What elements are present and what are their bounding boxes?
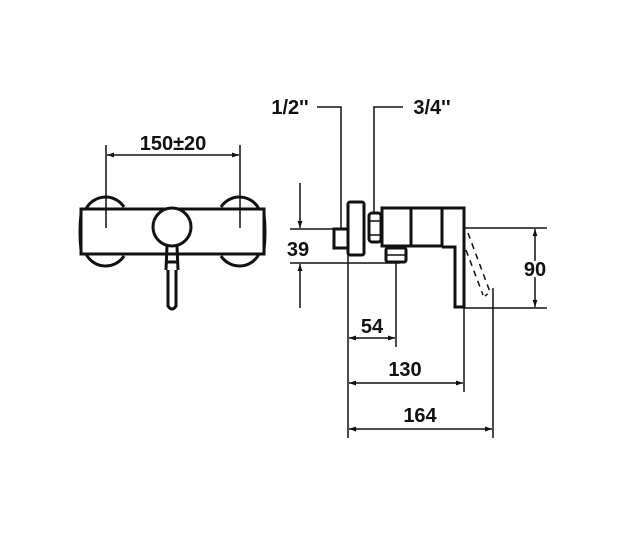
right-connector — [219, 195, 267, 268]
handle-disc — [151, 206, 193, 248]
left-connector — [78, 195, 126, 268]
lever — [164, 245, 180, 311]
outlet-size-label: 3/4'' — [413, 97, 450, 119]
dim-39-label: 39 — [287, 239, 309, 261]
side-handle — [442, 206, 466, 309]
dim-spacing-label: 150±20 — [140, 133, 207, 155]
front-view: 150±20 — [78, 133, 267, 311]
side-view: 1/2'' 3/4'' 39 90 54 130 164 — [271, 97, 549, 438]
dim-130-label: 130 — [388, 359, 421, 381]
coupling-nut — [367, 211, 383, 244]
dim-164-label: 164 — [403, 405, 437, 427]
inlet-size-label: 1/2'' — [271, 97, 308, 119]
inlet-stub — [332, 227, 350, 250]
dim-54-label: 54 — [361, 316, 384, 338]
lever-alt-position — [465, 232, 491, 297]
wall-flange — [346, 200, 366, 257]
dim-90-label: 90 — [524, 259, 546, 281]
